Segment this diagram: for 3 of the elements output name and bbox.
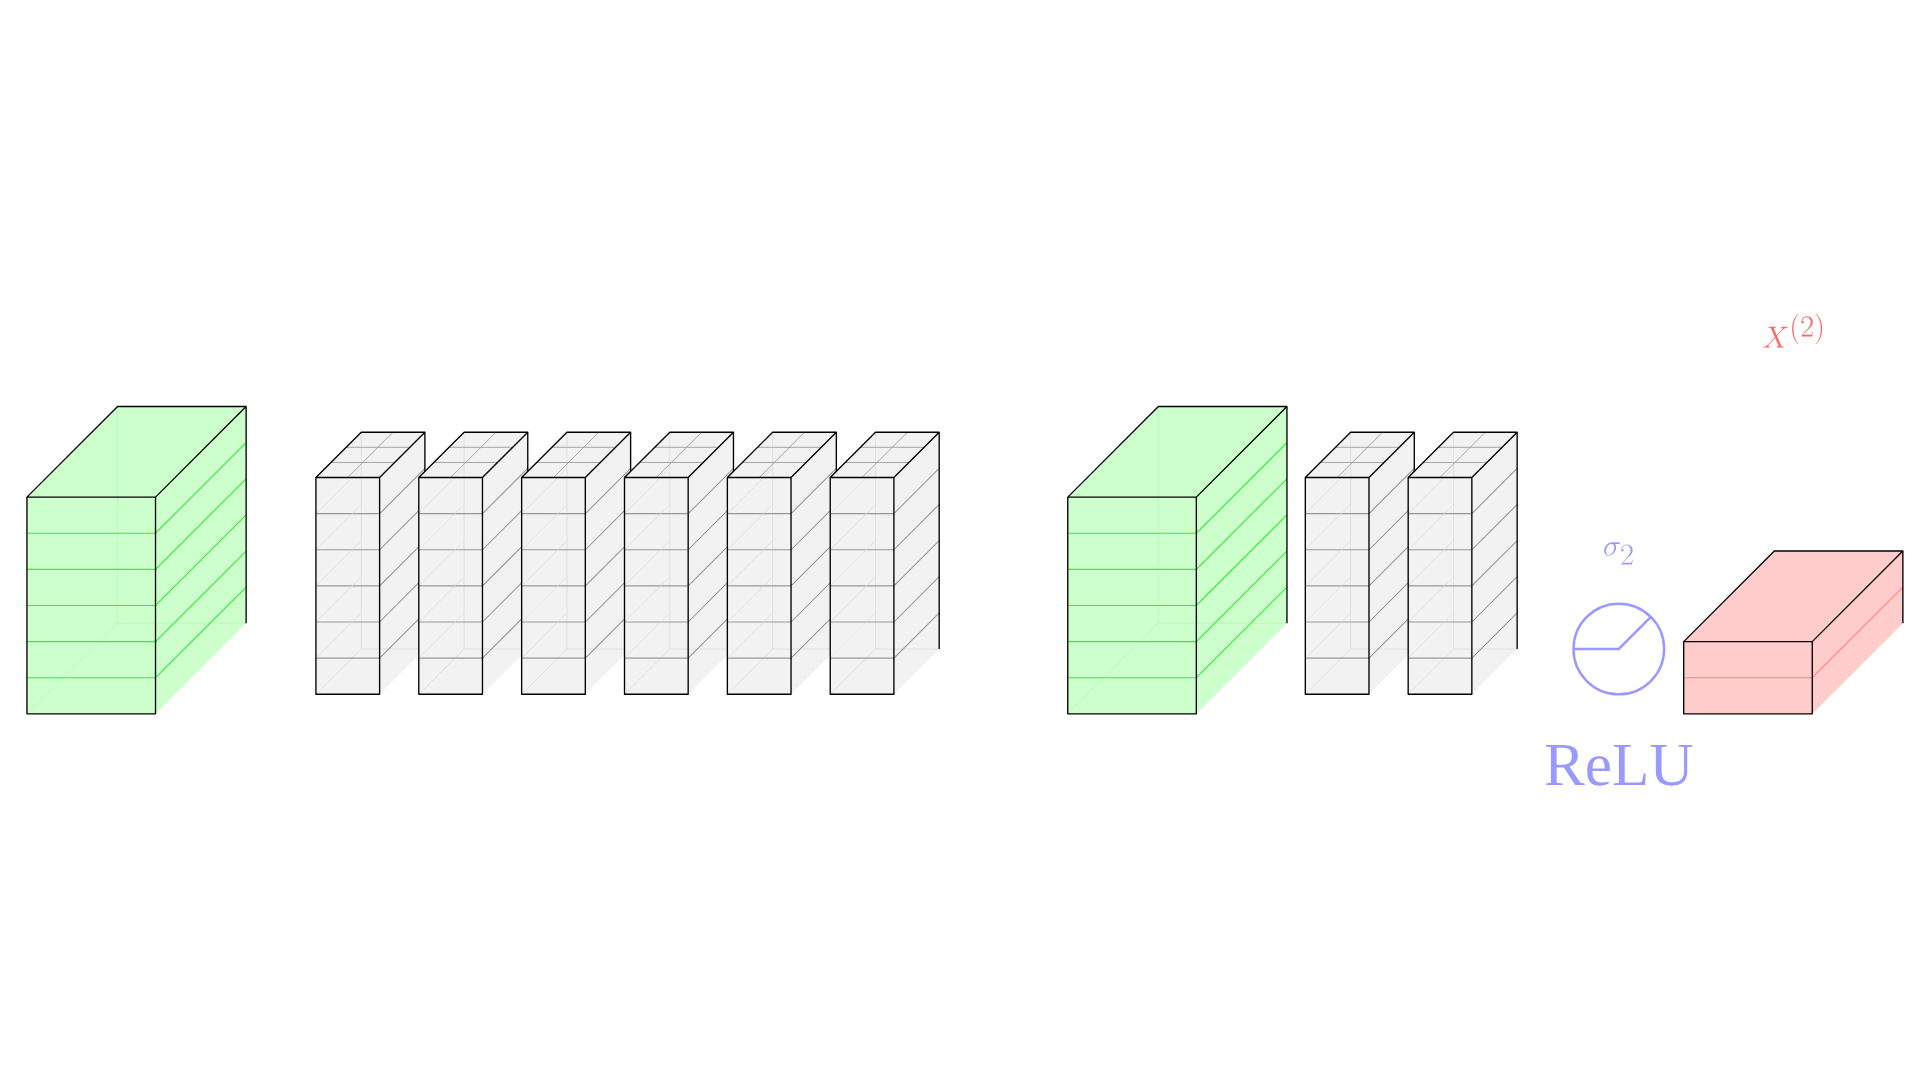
math-label: $\sigma_2$: [1604, 542, 1633, 565]
text-label: ReLU: [1545, 744, 1693, 786]
math-label: $X^{(2)}$: [1763, 313, 1823, 348]
